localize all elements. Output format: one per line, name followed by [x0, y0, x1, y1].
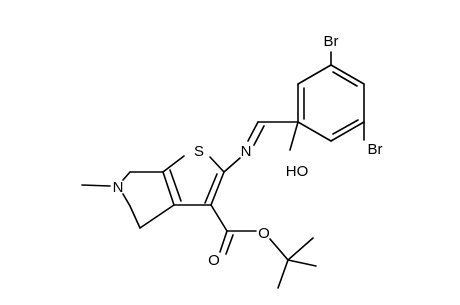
bond-phenyl-inner-3: [332, 119, 359, 135]
bond-carbonyl-o: [219, 230, 228, 253]
atom-label-ho: HO: [286, 163, 309, 180]
bond-c5-c4: [129, 205, 141, 229]
bond-tbu-me3: [277, 259, 289, 289]
bond-c3a-c7a-double: [169, 169, 182, 202]
atom-label-s-ring: S: [194, 143, 204, 160]
atom-label-n-imine: N: [241, 143, 252, 160]
bond-c2-c3-double: [204, 173, 218, 204]
bond-phenyl-1: [297, 64, 332, 85]
atom-label-o-ester: O: [258, 225, 270, 242]
bond-tbu-me1: [287, 237, 314, 261]
bond-carbonyl-o-double: [225, 234, 234, 255]
bond-tbu-me2: [287, 259, 317, 267]
bond-oester-ctbu: [269, 238, 289, 261]
bond-c-oh: [289, 121, 299, 151]
bond-n6-methyl: [81, 184, 111, 187]
bond-n6-c5: [122, 193, 131, 207]
bond-c3a-c7a: [162, 171, 175, 206]
bond-ch-n: [247, 121, 259, 142]
bond-ch-n-double: [253, 125, 265, 146]
bond-c7-n6: [122, 171, 131, 181]
bond-c2-c3: [210, 171, 225, 206]
bond-phenyl-2: [330, 64, 365, 85]
bond-s-c2: [209, 156, 225, 173]
bond-c3-carbonyl: [210, 204, 228, 232]
bond-phenyl-4: [330, 121, 365, 142]
bond-n-c2: [223, 157, 241, 173]
atom-label-o-carbonyl: O: [208, 252, 220, 269]
bond-c7a-s: [162, 155, 185, 173]
atom-label-n-ring: N: [113, 179, 124, 196]
atom-label-br-top: Br: [324, 33, 339, 50]
bond-c4-c3a: [139, 204, 175, 229]
atom-label-br-right: Br: [368, 141, 383, 158]
bond-phenyl-inner-2: [332, 71, 358, 87]
bond-phenyl-5: [297, 121, 332, 142]
